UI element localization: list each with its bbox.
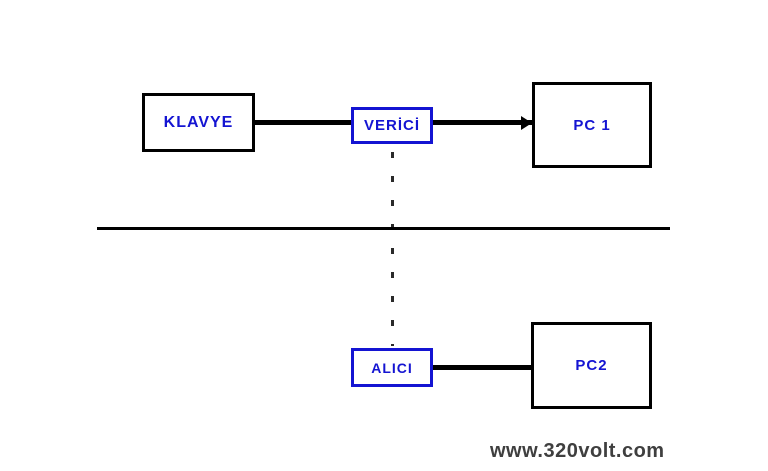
wire-keyboard-to-transmitter (253, 120, 353, 125)
receiver-node: ALICI (351, 348, 433, 387)
wire-transmitter-to-pc1 (431, 120, 532, 125)
pc1-node-label: PC 1 (573, 116, 611, 134)
transmitter-node: VERİCİ (351, 107, 433, 144)
keyboard-node: KLAVYE (142, 93, 255, 152)
transmitter-node-label: VERİCİ (363, 117, 420, 134)
pc2-node: PC2 (531, 322, 652, 409)
arrowhead-into-pc1 (521, 116, 532, 130)
section-divider-line (97, 227, 670, 230)
wire-receiver-to-pc2 (431, 365, 532, 370)
pc1-node: PC 1 (532, 82, 652, 168)
pc2-node-label: PC2 (575, 357, 608, 374)
dashed-wireless-link (391, 152, 394, 346)
keyboard-node-label: KLAVYE (163, 113, 234, 131)
receiver-node-label: ALICI (371, 359, 413, 376)
watermark-text: www.320volt.com (490, 440, 665, 462)
